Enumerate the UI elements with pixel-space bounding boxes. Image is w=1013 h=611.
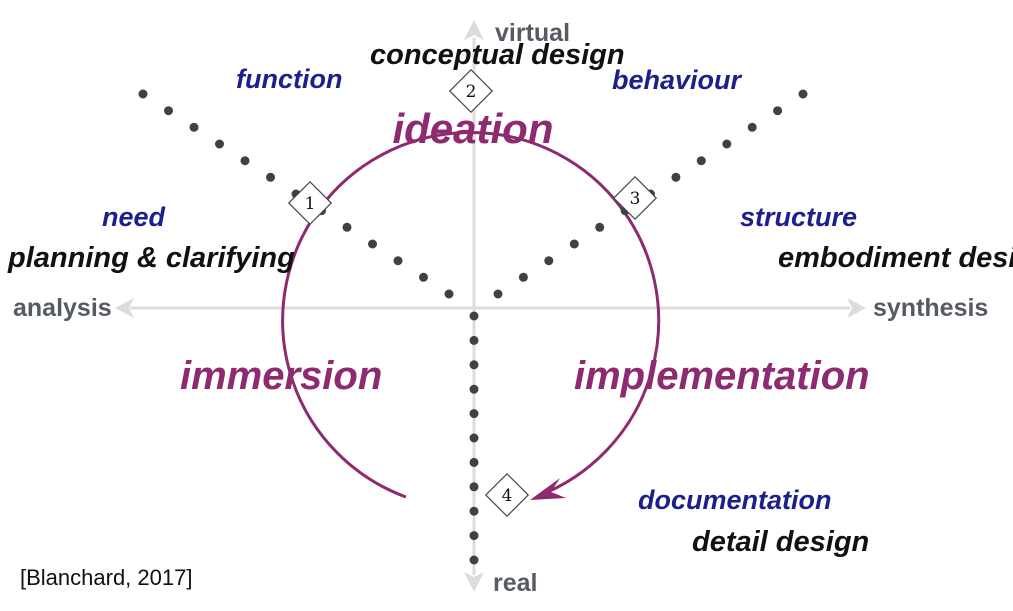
right-diagonal-dot <box>696 156 706 166</box>
axis-label-left: analysis <box>13 294 112 322</box>
vertical-dot <box>469 506 479 516</box>
right-diagonal-dot <box>544 256 554 266</box>
stage-name-conceptual: conceptual design <box>370 39 625 71</box>
right-diagonal-dot <box>773 106 783 116</box>
stage-marker-4 <box>484 472 530 518</box>
vertical-dot <box>469 531 479 541</box>
right-diagonal-dot <box>671 172 681 182</box>
right-diagonal-dot <box>747 122 757 132</box>
axis-arrow-left <box>115 298 134 318</box>
stage-name-detail: detail design <box>692 526 869 558</box>
stage-number-3: 3 <box>630 189 641 209</box>
left-diagonal-dot <box>164 106 173 116</box>
vertical-dot <box>469 457 479 467</box>
vertical-dot <box>469 360 479 370</box>
right-diagonal-dot <box>595 222 605 232</box>
stage-marker-1 <box>287 180 333 226</box>
vertical-dot <box>469 311 479 321</box>
left-diagonal-dot <box>266 172 275 182</box>
vertical-dot <box>469 482 479 492</box>
stage-name-embodiment: embodiment design <box>778 242 1013 274</box>
cycle-arrow <box>281 130 661 499</box>
axis-arrow-right <box>847 298 866 318</box>
vertical-dot <box>469 433 479 443</box>
category-behaviour: behaviour <box>612 65 743 95</box>
left-diagonal-dot <box>138 89 148 99</box>
category-need: need <box>102 202 166 232</box>
vertical-dot <box>469 384 479 394</box>
axis-label-right: synthesis <box>873 294 988 322</box>
stage-number-4: 4 <box>502 486 513 506</box>
right-diagonal-dot <box>798 89 808 99</box>
phase-ideation: ideation <box>392 105 553 152</box>
right-diagonal-dot <box>518 272 528 282</box>
cycle-arrowhead <box>530 478 566 500</box>
stage-marker-2 <box>448 68 494 114</box>
left-diagonal-dot <box>368 239 377 249</box>
stage-marker-3 <box>612 175 658 221</box>
axis-label-top: virtual <box>495 19 570 47</box>
axis-arrow-bottom <box>464 572 484 592</box>
category-function: function <box>236 64 342 94</box>
stage-number-2: 2 <box>466 82 477 102</box>
vertical-dot <box>469 409 479 419</box>
right-diagonal-dot <box>493 289 503 299</box>
citation: [Blanchard, 2017] <box>20 565 192 590</box>
axis-label-bottom: real <box>493 569 537 597</box>
vertical-dot <box>469 555 479 565</box>
axis-arrow-top <box>464 20 484 40</box>
left-diagonal-dot <box>189 122 199 132</box>
left-diagonal-dot <box>444 289 454 299</box>
right-diagonal-dot <box>569 239 579 249</box>
stage-name-planning: planning & clarifying <box>7 242 295 274</box>
left-diagonal-dot <box>342 222 352 232</box>
right-diagonal-dot <box>722 139 732 149</box>
category-documentation: documentation <box>638 485 832 515</box>
left-diagonal-dot <box>419 272 428 282</box>
left-diagonal-dot <box>393 256 403 266</box>
category-structure: structure <box>740 202 857 232</box>
stage-number-1: 1 <box>305 194 316 214</box>
phase-immersion: immersion <box>180 354 382 398</box>
left-diagonal-dot <box>240 156 250 166</box>
left-diagonal-dot <box>215 139 224 149</box>
phase-implementation: implementation <box>574 354 870 398</box>
vertical-dot <box>469 335 479 345</box>
